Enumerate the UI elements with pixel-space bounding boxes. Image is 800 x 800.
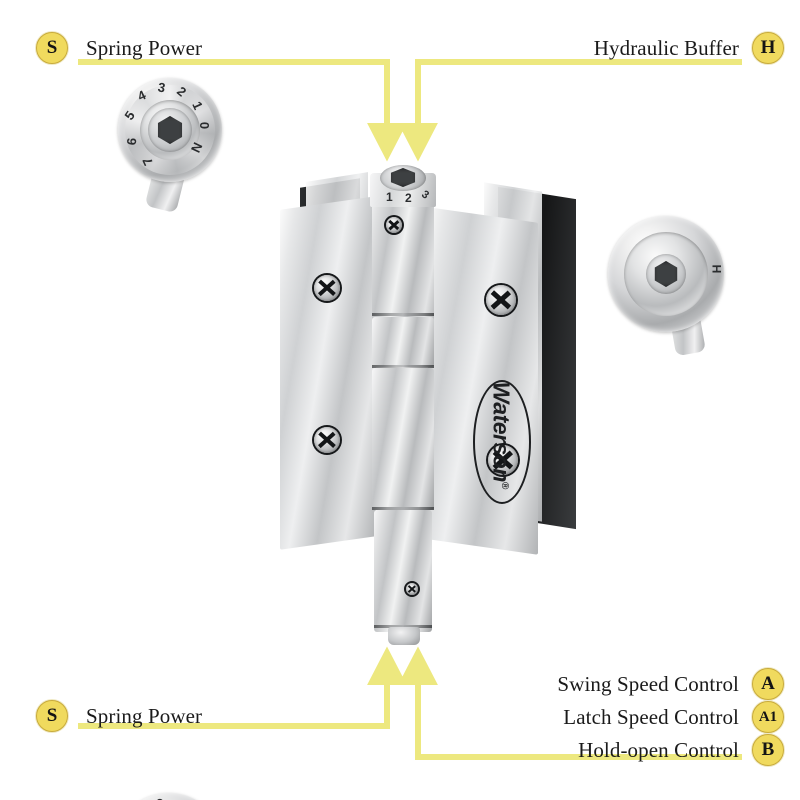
callout-label-hydraulic-buffer: Hydraulic Buffer	[593, 35, 739, 60]
hinge-leaf-right	[428, 207, 538, 555]
callout-label-swing-speed-control: Swing Speed Control	[557, 671, 739, 696]
callout-latch-speed-control[interactable]: Latch Speed Control A1	[563, 701, 784, 733]
callout-label-spring-power-bottom: Spring Power	[86, 703, 203, 728]
hinge-barrel-middle	[372, 317, 434, 367]
hinge-barrel-seam-4	[374, 625, 432, 628]
arrowhead-bottom-right	[398, 646, 438, 685]
spring-power-dial-top-left: 0 1 2 3 4 5 6 7 N	[110, 70, 240, 214]
badge-swing-speed-control: A	[752, 668, 784, 700]
connector-top-right	[415, 59, 742, 132]
barrel-dial-number: 1	[386, 190, 393, 204]
brand-logo-text: Waterson	[488, 381, 515, 482]
hinge-screw-right-lower	[488, 445, 518, 475]
spring-power-dial-bottom-left: 0 1 2 3 4 5 6 7 N	[106, 785, 241, 800]
hinge-barrel-bottom	[374, 510, 432, 632]
hydraulic-buffer-screw: H	[598, 210, 738, 357]
brand-logo-mark: ®	[499, 481, 511, 489]
badge-spring-power-top: S	[36, 32, 68, 64]
barrel-set-screw-top	[386, 217, 402, 233]
hinge-leaf-left	[280, 196, 376, 550]
barrel-set-screw-bottom	[406, 583, 418, 595]
brand-logo: Waterson®	[488, 382, 515, 500]
buffer-hex-socket[interactable]	[654, 261, 678, 287]
buffer-mark-label: H	[709, 264, 724, 274]
hinge-screw-left-upper	[314, 275, 340, 301]
barrel-dial-number: 2	[405, 191, 412, 205]
hinge-bottom-cap-nut	[388, 627, 420, 645]
callout-label-hold-open-control: Hold-open Control	[578, 737, 739, 762]
hinge-screw-left-lower	[314, 427, 340, 453]
callout-bottom-left[interactable]: S Spring Power	[36, 700, 202, 732]
badge-latch-speed-control: A1	[752, 701, 784, 733]
hinge-barrel-seam-3	[372, 507, 434, 510]
arrowhead-top-right	[398, 123, 438, 162]
hinge-barrel-seam-1	[372, 313, 434, 316]
dial-number: 3	[155, 795, 165, 800]
arrowhead-top-left	[367, 123, 407, 162]
badge-spring-power-bottom: S	[36, 700, 68, 732]
callout-hold-open-control[interactable]: Hold-open Control B	[578, 734, 784, 766]
callout-top-left[interactable]: S Spring Power	[36, 32, 202, 64]
arrowhead-bottom-left	[367, 646, 407, 685]
dial-body-bottom-left	[114, 793, 224, 800]
barrel-top-hex-socket[interactable]	[390, 168, 416, 187]
badge-hydraulic-buffer: H	[752, 32, 784, 64]
callout-label-spring-power-top: Spring Power	[86, 35, 203, 60]
dial-number: 6	[123, 137, 140, 146]
callout-label-latch-speed-control: Latch Speed Control	[563, 704, 739, 729]
hinge-barrel-lower-mid	[372, 368, 434, 510]
dial-number: 0	[197, 121, 213, 130]
hinge-assembly: Waterson® 1 2 3	[276, 165, 596, 645]
hinge-barrel-seam-2	[372, 365, 434, 368]
callout-top-right[interactable]: Hydraulic Buffer H	[594, 32, 784, 64]
callout-swing-speed-control[interactable]: Swing Speed Control A	[557, 668, 784, 700]
badge-hold-open-control: B	[752, 734, 784, 766]
hinge-screw-right-upper	[486, 285, 516, 315]
